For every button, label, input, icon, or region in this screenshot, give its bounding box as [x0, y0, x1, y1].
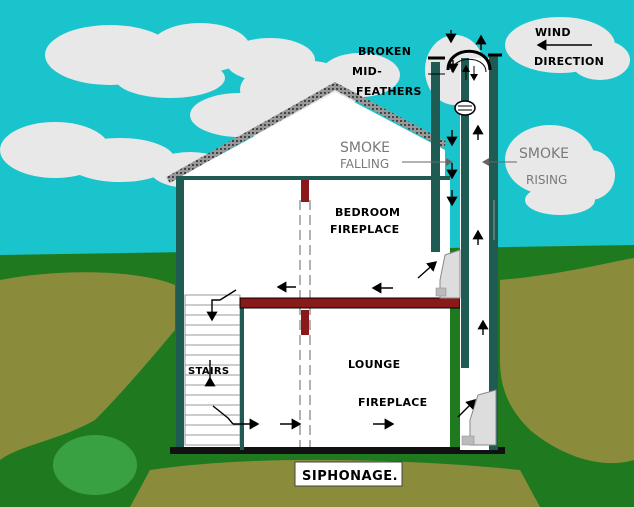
- label-mid: MID-: [352, 65, 382, 78]
- broken-midfeather: [454, 100, 476, 116]
- label-fireplace-lower: FIREPLACE: [358, 396, 427, 409]
- lower-fireplace: [461, 389, 497, 446]
- label-smoke-falling-1: SMOKE: [340, 140, 390, 156]
- flue-mid-wall: [461, 58, 469, 368]
- upper-fireplace: [435, 249, 461, 299]
- label-fireplace-upper: FIREPLACE: [330, 223, 399, 236]
- chimney-cap: [446, 49, 492, 71]
- caption: SIPHONAGE.: [302, 469, 398, 484]
- room-arrows: [204, 261, 476, 430]
- green-blob: [53, 435, 137, 495]
- cloud-top-left: [45, 23, 315, 98]
- flue-right-wall: [489, 55, 498, 450]
- label-bedroom: BEDROOM: [335, 206, 400, 219]
- caption-box: [294, 461, 403, 487]
- label-stairs: STAIRS: [188, 366, 229, 377]
- rising-arrows: [472, 34, 489, 335]
- label-direction: DIRECTION: [534, 55, 604, 68]
- roof-edge: [166, 82, 447, 184]
- house-floor: [170, 447, 505, 454]
- roof-interior: [178, 92, 445, 178]
- broken-midfeather-crack: [458, 105, 472, 111]
- stair-post: [240, 302, 244, 450]
- cloud-right: [505, 125, 615, 215]
- earth-right: [500, 258, 634, 464]
- earth-left: [0, 272, 175, 460]
- ceiling-beam: [178, 176, 450, 180]
- label-lounge: LOUNGE: [348, 358, 400, 371]
- label-smoke-rising-1: SMOKE: [519, 146, 569, 162]
- label-wind: WIND: [535, 26, 571, 39]
- post-upper: [301, 180, 309, 202]
- floor-beam: [239, 297, 461, 309]
- post-lower: [301, 310, 309, 335]
- label-broken: BROKEN: [358, 45, 411, 58]
- label-smoke-falling-2: FALLING: [340, 157, 389, 171]
- label-feathers: FEATHERS: [356, 85, 422, 98]
- flue-left-wall: [431, 62, 440, 252]
- label-smoke-rising-2: RISING: [526, 173, 567, 187]
- left-wall: [176, 178, 184, 452]
- falling-arrows: [445, 30, 459, 207]
